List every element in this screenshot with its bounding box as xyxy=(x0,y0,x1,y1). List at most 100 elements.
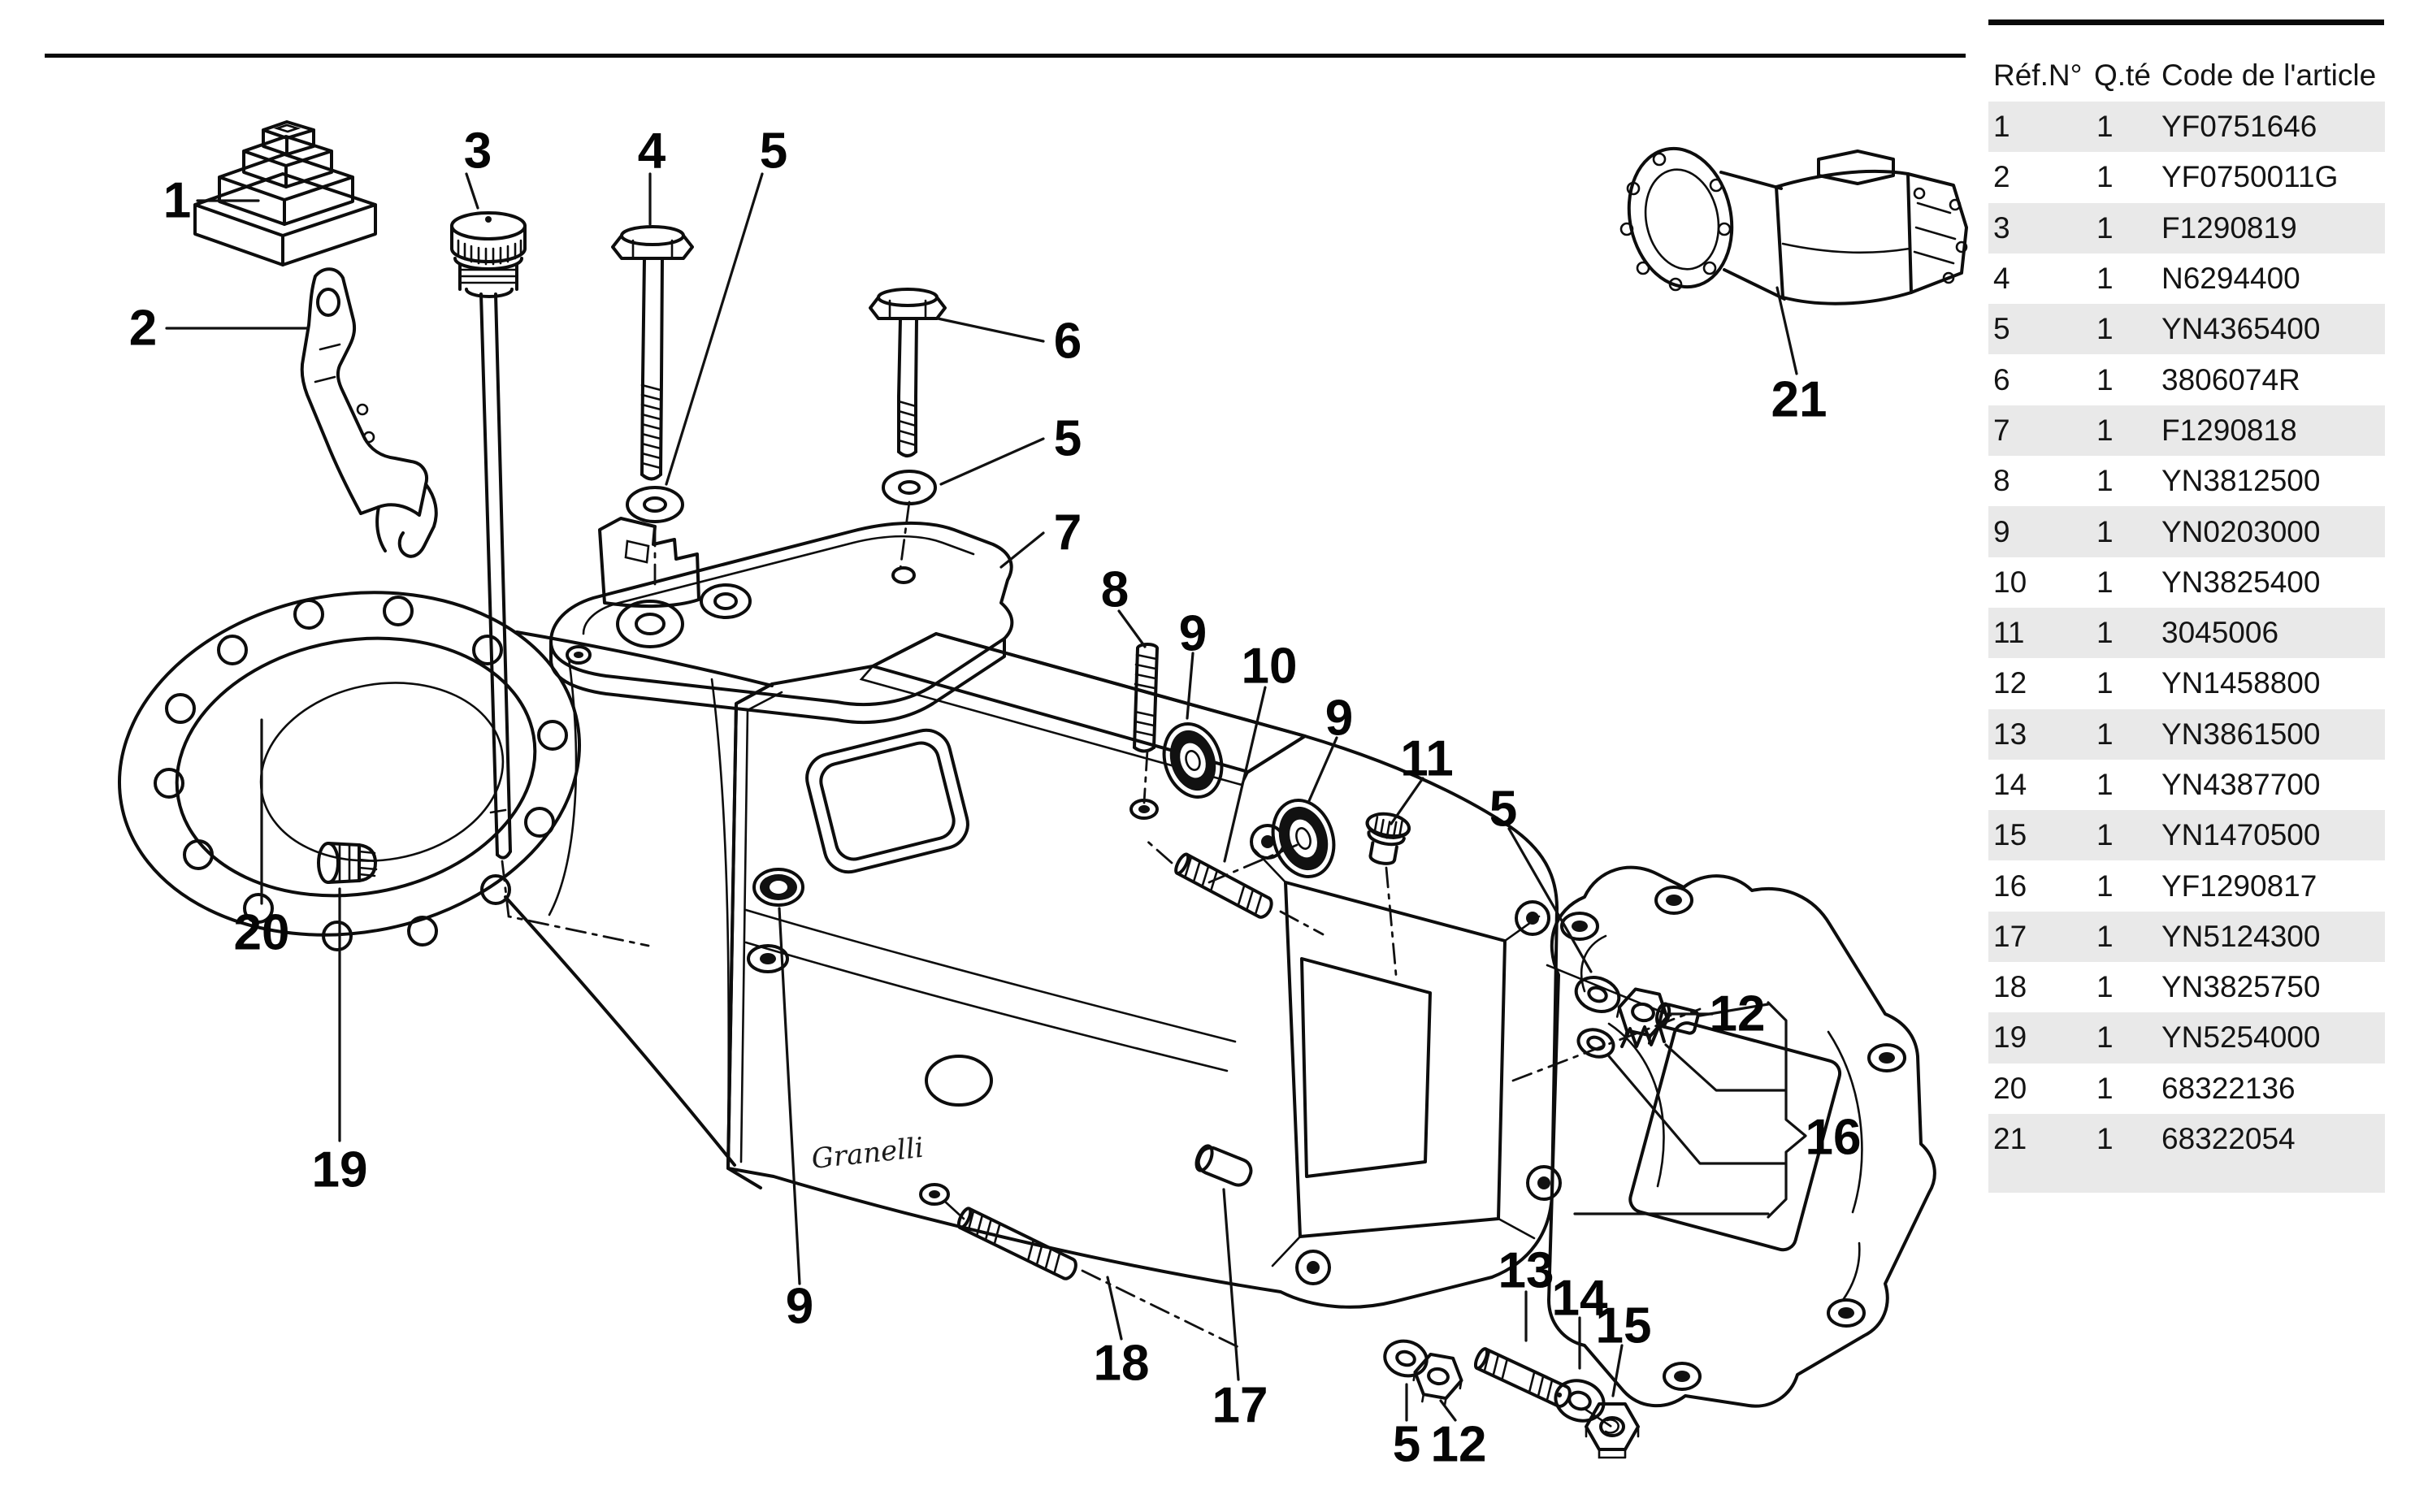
table-cell-qty: 1 xyxy=(2096,514,2114,548)
part-washer-14 xyxy=(1554,1379,1612,1428)
header-article-code: Code de l'article xyxy=(2161,58,2377,92)
table-cell-qty: 1 xyxy=(2096,970,2114,1004)
table-cell-code: YF0750011G xyxy=(2161,160,2339,194)
table-cell-qty: 1 xyxy=(2096,717,2114,751)
table-cell-code: 68322054 xyxy=(2161,1121,2296,1155)
part-detent-pin-16 xyxy=(1655,1002,1700,1035)
part-stud-8 xyxy=(1133,643,1159,753)
table-cell-code: YN5124300 xyxy=(2161,919,2321,953)
callout-9: 9 xyxy=(1179,606,1207,662)
table-cell-ref: 7 xyxy=(1993,413,2010,447)
callout-5: 5 xyxy=(760,123,787,180)
table-row: 13 1 YN3861500 xyxy=(1988,708,2385,760)
callout-2: 2 xyxy=(129,301,157,357)
table-row: 4 1 N6294400 xyxy=(1988,253,2385,304)
table-cell-ref: 8 xyxy=(1993,464,2010,498)
part-shift-fork-2 xyxy=(300,267,438,558)
leader-lines xyxy=(165,172,1807,1422)
table-row: 15 1 YN1470500 xyxy=(1988,810,2385,861)
table-cell-ref: 17 xyxy=(1993,919,2027,953)
part-seal-9b xyxy=(1271,799,1336,878)
table-cell-ref: 4 xyxy=(1993,262,2010,296)
table-cell-ref: 9 xyxy=(1993,514,2010,548)
table-cell-ref: 2 xyxy=(1993,160,2010,194)
table-cell-qty: 1 xyxy=(2096,616,2114,650)
callout-21: 21 xyxy=(1771,372,1828,428)
table-cell-code: YN3861500 xyxy=(2161,717,2321,751)
table-cell-ref: 16 xyxy=(1993,869,2027,903)
table-cell-qty: 1 xyxy=(2096,565,2114,599)
assembly-axes xyxy=(501,500,1702,1350)
table-header: Réf.N° Q.té Code de l'article xyxy=(1988,58,2385,99)
table-cell-ref: 1 xyxy=(1993,110,2010,144)
table-cell-qty: 1 xyxy=(2096,818,2114,852)
part-boot-1 xyxy=(193,120,377,266)
table-cell-code: YN1470500 xyxy=(2161,818,2321,852)
table-cell-code: N6294400 xyxy=(2161,262,2300,296)
table-cell-ref: 5 xyxy=(1993,312,2010,346)
part-washer-5c xyxy=(1574,976,1621,1013)
table-cell-qty: 1 xyxy=(2096,666,2114,700)
part-washer-5b xyxy=(882,470,937,505)
table-cell-code: YN3825400 xyxy=(2161,565,2321,599)
callout-4: 4 xyxy=(638,123,666,180)
part-dipstick-3 xyxy=(450,211,527,860)
table-cell-qty: 1 xyxy=(2096,919,2114,953)
table-cell-qty: 1 xyxy=(2096,413,2114,447)
part-bolt-4 xyxy=(611,225,694,481)
part-plug-19 xyxy=(317,842,378,884)
table-cell-ref: 3 xyxy=(1993,210,2010,245)
part-stud-10 xyxy=(1174,852,1273,919)
table-cell-ref: 18 xyxy=(1993,970,2027,1004)
table-cell-qty: 1 xyxy=(2096,1071,2114,1105)
callout-11: 11 xyxy=(1400,731,1454,787)
table-cell-ref: 15 xyxy=(1993,818,2027,852)
table-cell-code: YN4365400 xyxy=(2161,312,2321,346)
table-row: 20 1 68322136 xyxy=(1988,1064,2385,1114)
part-nut-12b xyxy=(1412,1352,1463,1407)
table-cell-ref: 14 xyxy=(1993,768,2027,801)
table-cell-qty: 1 xyxy=(2096,262,2114,296)
callout-5: 5 xyxy=(1393,1417,1420,1473)
table-cell-code: YF0751646 xyxy=(2161,110,2317,144)
header-qty: Q.té xyxy=(2094,58,2151,92)
table-cell-code: 68322136 xyxy=(2161,1071,2296,1105)
callout-7: 7 xyxy=(1054,505,1082,561)
table-cell-qty: 1 xyxy=(2096,312,2114,346)
table-cell-ref: 19 xyxy=(1993,1020,2027,1055)
table-cell-qty: 1 xyxy=(2096,464,2114,498)
table-top-rule xyxy=(1988,19,2384,25)
part-rear-cover xyxy=(1547,865,1936,1408)
callout-16: 16 xyxy=(1806,1110,1862,1166)
callout-15: 15 xyxy=(1596,1298,1652,1354)
part-nut-15 xyxy=(1585,1402,1640,1459)
callout-8: 8 xyxy=(1101,562,1129,618)
table-cell-qty: 1 xyxy=(2096,1020,2114,1055)
callout-9: 9 xyxy=(786,1279,813,1335)
table-cell-ref: 20 xyxy=(1993,1071,2027,1105)
table-cell-ref: 6 xyxy=(1993,362,2010,396)
callout-12: 12 xyxy=(1710,986,1766,1042)
table-cell-code: F1290819 xyxy=(2161,210,2297,245)
part-seal-9a xyxy=(1162,722,1224,799)
callout-1: 1 xyxy=(163,173,191,229)
table-cell-qty: 1 xyxy=(2096,160,2114,194)
table-cell-ref: 21 xyxy=(1993,1121,2027,1155)
table-cell-ref: 12 xyxy=(1993,666,2027,700)
callout-19: 19 xyxy=(312,1142,368,1198)
table-cell-code: YF1290817 xyxy=(2161,869,2317,903)
part-bell-housing-20 xyxy=(118,591,774,1167)
table-cell-qty: 1 xyxy=(2096,768,2114,801)
table-cell-ref: 13 xyxy=(1993,717,2027,751)
